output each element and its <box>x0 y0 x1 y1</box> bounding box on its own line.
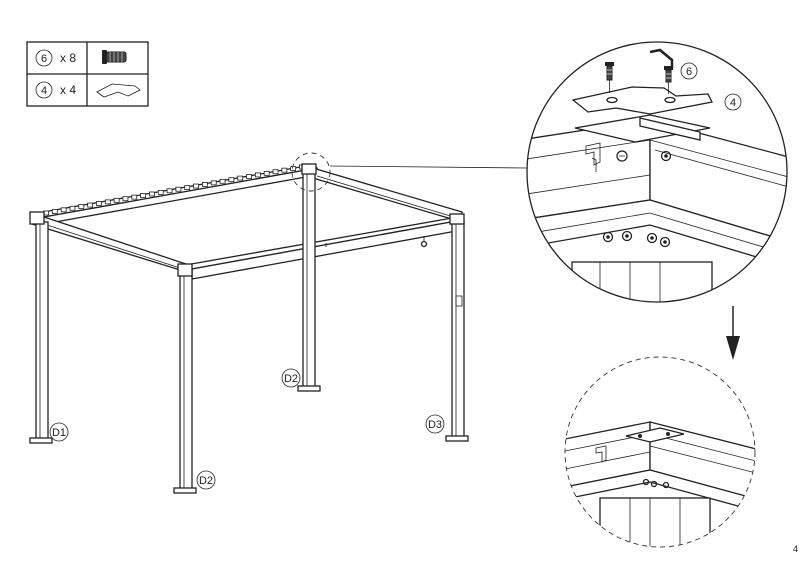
svg-text:6: 6 <box>686 66 692 78</box>
detail-view-after <box>564 356 756 548</box>
detail-marker-circle <box>291 152 331 192</box>
svg-text:D3: D3 <box>428 419 442 431</box>
svg-text:4: 4 <box>730 97 736 109</box>
louver-ridge <box>140 193 147 198</box>
louver-ridge <box>193 183 199 189</box>
part-number: 6 <box>41 53 47 65</box>
louver-ridge <box>69 205 76 211</box>
louver-ridge <box>51 209 58 214</box>
louver-ridge <box>78 204 85 210</box>
front-beam <box>179 217 463 280</box>
louver-ridge <box>104 199 111 205</box>
louver-ridge <box>113 197 120 203</box>
louver-ridge <box>131 194 138 200</box>
svg-text:D1: D1 <box>52 427 66 439</box>
screw-exploded-right <box>664 66 673 94</box>
parts-table: 6 x 8 4 x 4 <box>26 41 149 107</box>
svg-text:D2: D2 <box>284 373 298 385</box>
louver-ridge <box>184 185 191 191</box>
part-number-circle <box>35 49 53 67</box>
detail-circle-frame <box>526 41 788 303</box>
louver-ridge <box>60 207 67 213</box>
svg-text:D2: D2 <box>199 475 213 487</box>
parts-row-screw: 6 x 8 <box>35 49 127 67</box>
louver-ridge <box>281 167 288 173</box>
louver-ridge <box>228 177 235 183</box>
louver-ridge <box>263 170 270 176</box>
post-front-left <box>173 267 197 494</box>
louver-ridge <box>96 201 102 206</box>
louver-ridge <box>122 196 129 202</box>
louver-ridge <box>149 191 155 197</box>
louver-ridge <box>201 182 208 187</box>
part-number-circle <box>35 81 53 99</box>
page-number: 4 <box>793 544 798 554</box>
down-arrow-icon <box>726 306 740 360</box>
left-side-beam <box>31 213 195 271</box>
bracket-plate-icon <box>96 83 141 98</box>
post-back-left <box>29 221 53 444</box>
part-number: 4 <box>41 85 47 97</box>
detail-view-before: 6 4 <box>526 41 788 303</box>
post-label-d2-back: D2 <box>281 368 301 388</box>
hex-key-icon <box>649 48 674 68</box>
post-front-right <box>445 219 469 442</box>
parts-row-bracket: 4 x 4 <box>35 81 141 99</box>
post-label-d2-front: D2 <box>196 470 216 490</box>
post-label-d1: D1 <box>49 422 69 442</box>
post-back-right <box>297 171 321 392</box>
louver-ridge <box>210 180 217 186</box>
callout-part-4: 4 <box>724 93 742 111</box>
part-quantity: x 8 <box>60 51 76 65</box>
louver-ridge <box>157 189 164 195</box>
back-beam <box>31 165 318 225</box>
post-label-d3: D3 <box>425 414 445 434</box>
callout-part-6: 6 <box>680 62 698 80</box>
screw-exploded-left <box>605 62 614 93</box>
louver-ridge <box>87 202 94 208</box>
louver-ridge <box>246 174 252 179</box>
part-quantity: x 4 <box>60 83 76 97</box>
louver-ridge <box>237 175 244 181</box>
callout-leader-line <box>329 165 528 169</box>
detail-circle-frame-dashed <box>564 356 756 548</box>
louver-ridge <box>254 172 261 178</box>
drain-spout <box>420 236 428 248</box>
screw-icon <box>102 50 127 64</box>
louver-ridge <box>272 169 279 175</box>
louver-ridge <box>290 166 297 171</box>
louver-ridge <box>219 178 226 184</box>
louver-ridge <box>166 188 173 194</box>
bracket-plate-exploded <box>571 86 713 115</box>
pergola-frame: D1 D2 D2 D3 <box>29 152 528 494</box>
louver-ridges <box>43 164 305 216</box>
louver-ridge <box>175 186 182 192</box>
